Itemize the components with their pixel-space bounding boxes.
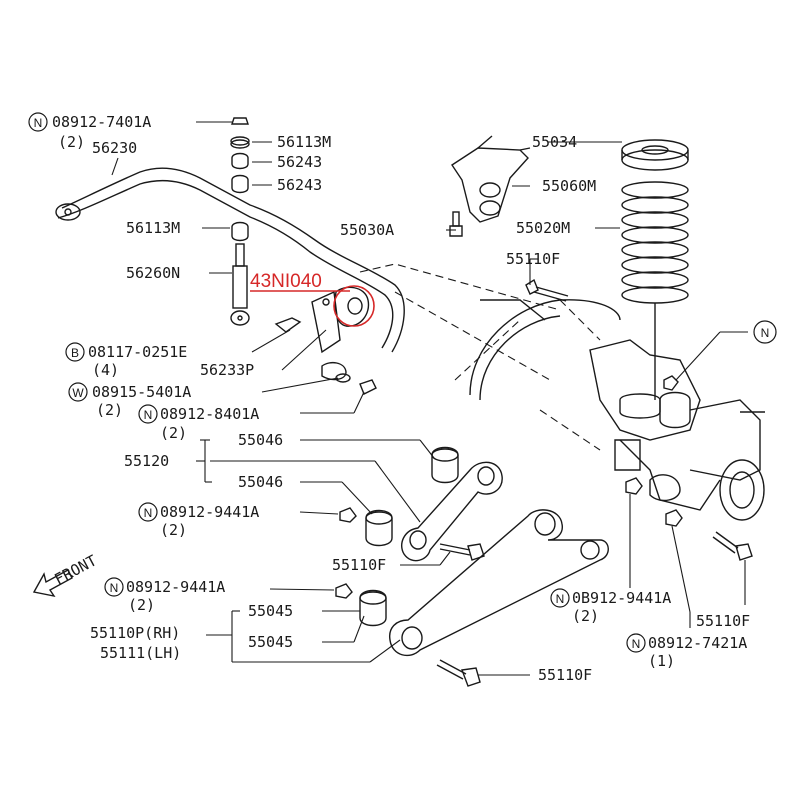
label-55046-b: 55046 xyxy=(238,473,283,491)
label-55110f-middle: 55110F xyxy=(332,556,386,574)
label-55110f-right: 55110F xyxy=(696,612,750,630)
bolt-55110f-upper xyxy=(525,278,569,302)
label-08912-8401a: 08912-8401A xyxy=(160,405,259,423)
qty-08912-9441a-b: (2) xyxy=(128,596,155,614)
nut-9441a-lower xyxy=(335,583,353,599)
part-labels: 08912-7401A (2) 56230 56113M 56243 56243… xyxy=(51,113,750,684)
prefix-n-2: N xyxy=(144,408,153,422)
qty-08912-7421a: (1) xyxy=(648,652,675,670)
label-56233p: 56233P xyxy=(200,361,254,379)
label-08117-0251e: 08117-0251E xyxy=(88,343,187,361)
prefix-w: W xyxy=(72,386,84,400)
label-55111-lh: 55111(LH) xyxy=(100,644,181,662)
highlight-label: 43NI040 xyxy=(250,271,322,292)
prefix-n-3: N xyxy=(144,506,153,520)
label-56230: 56230 xyxy=(92,139,137,157)
bolt-55110f-right xyxy=(712,531,753,561)
prefix-n-5: N xyxy=(556,592,565,606)
label-55045-b: 55045 xyxy=(248,633,293,651)
label-55045-a: 55045 xyxy=(248,602,293,620)
qty-08117-0251e: (4) xyxy=(92,361,119,379)
qty-08912-8401a: (2) xyxy=(160,424,187,442)
label-56113m-mid: 56113M xyxy=(126,219,180,237)
qty-08915-5401a: (2) xyxy=(96,401,123,419)
nut-9441a-right xyxy=(625,477,643,495)
label-55110f-upper: 55110F xyxy=(506,250,560,268)
leader-lines xyxy=(111,121,748,676)
label-56260n: 56260N xyxy=(126,264,180,282)
qty-08912-9441a-c: (2) xyxy=(572,607,599,625)
prefix-n-7: N xyxy=(761,326,770,340)
label-56243-a: 56243 xyxy=(277,153,322,171)
label-08912-9441a-b: 08912-9441A xyxy=(126,578,225,596)
spring-seat-55034 xyxy=(621,139,689,171)
highlight-circle xyxy=(333,285,375,327)
stabilizer-bar-56230 xyxy=(55,167,405,353)
label-55020m: 55020M xyxy=(516,219,570,237)
qty-08912-9441a-a: (2) xyxy=(160,521,187,539)
prefix-circles: N B W N N N N N N xyxy=(28,112,777,653)
label-08915-5401a: 08915-5401A xyxy=(92,383,191,401)
label-08912-9441a-c: 0B912-9441A xyxy=(572,589,671,607)
coil-spring-55020m xyxy=(621,181,689,400)
label-08912-7401a: 08912-7401A xyxy=(52,113,151,131)
label-56243-b: 56243 xyxy=(277,176,322,194)
label-08912-7421a: 08912-7421A xyxy=(648,634,747,652)
label-55110p-rh: 55110P(RH) xyxy=(90,624,180,642)
label-08912-9441a-a: 08912-9441A xyxy=(160,503,259,521)
bolt-55110f-lower xyxy=(436,659,481,687)
phantom-lines xyxy=(359,263,601,451)
qty-08912-7401a: (2) xyxy=(58,133,85,151)
label-55046-a: 55046 xyxy=(238,431,283,449)
axle-housing xyxy=(589,339,765,521)
nut-upper-right xyxy=(663,375,679,391)
upper-arm-bushing-1 xyxy=(431,446,459,484)
prefix-n-6: N xyxy=(632,637,641,651)
label-front: FRONT xyxy=(51,551,99,588)
prefix-n-1: N xyxy=(34,116,43,130)
label-55110f-lower: 55110F xyxy=(538,666,592,684)
upper-arm-bushing-2 xyxy=(365,509,393,547)
stabilizer-washers xyxy=(335,373,377,395)
bracket-55060m xyxy=(451,135,531,223)
washer-7421a xyxy=(665,509,683,527)
nut-9441a-upper xyxy=(339,507,357,523)
bushing-56233p xyxy=(311,286,370,381)
front-arrow-icon xyxy=(32,569,73,598)
lower-arm-bushing-1 xyxy=(359,589,387,627)
stabilizer-link-stack xyxy=(230,117,302,333)
upper-control-arm-55120 xyxy=(400,461,503,562)
label-55030a: 55030A xyxy=(340,221,394,239)
bolt-55110f-middle xyxy=(439,543,485,561)
label-55120: 55120 xyxy=(124,452,169,470)
bolt-55030a xyxy=(449,211,463,237)
prefix-b: B xyxy=(71,346,79,360)
label-55060m: 55060M xyxy=(542,177,596,195)
lower-control-arm-55110p xyxy=(389,509,609,657)
prefix-n-4: N xyxy=(110,581,119,595)
label-56113m-top: 56113M xyxy=(277,133,331,151)
label-55034: 55034 xyxy=(532,133,577,151)
